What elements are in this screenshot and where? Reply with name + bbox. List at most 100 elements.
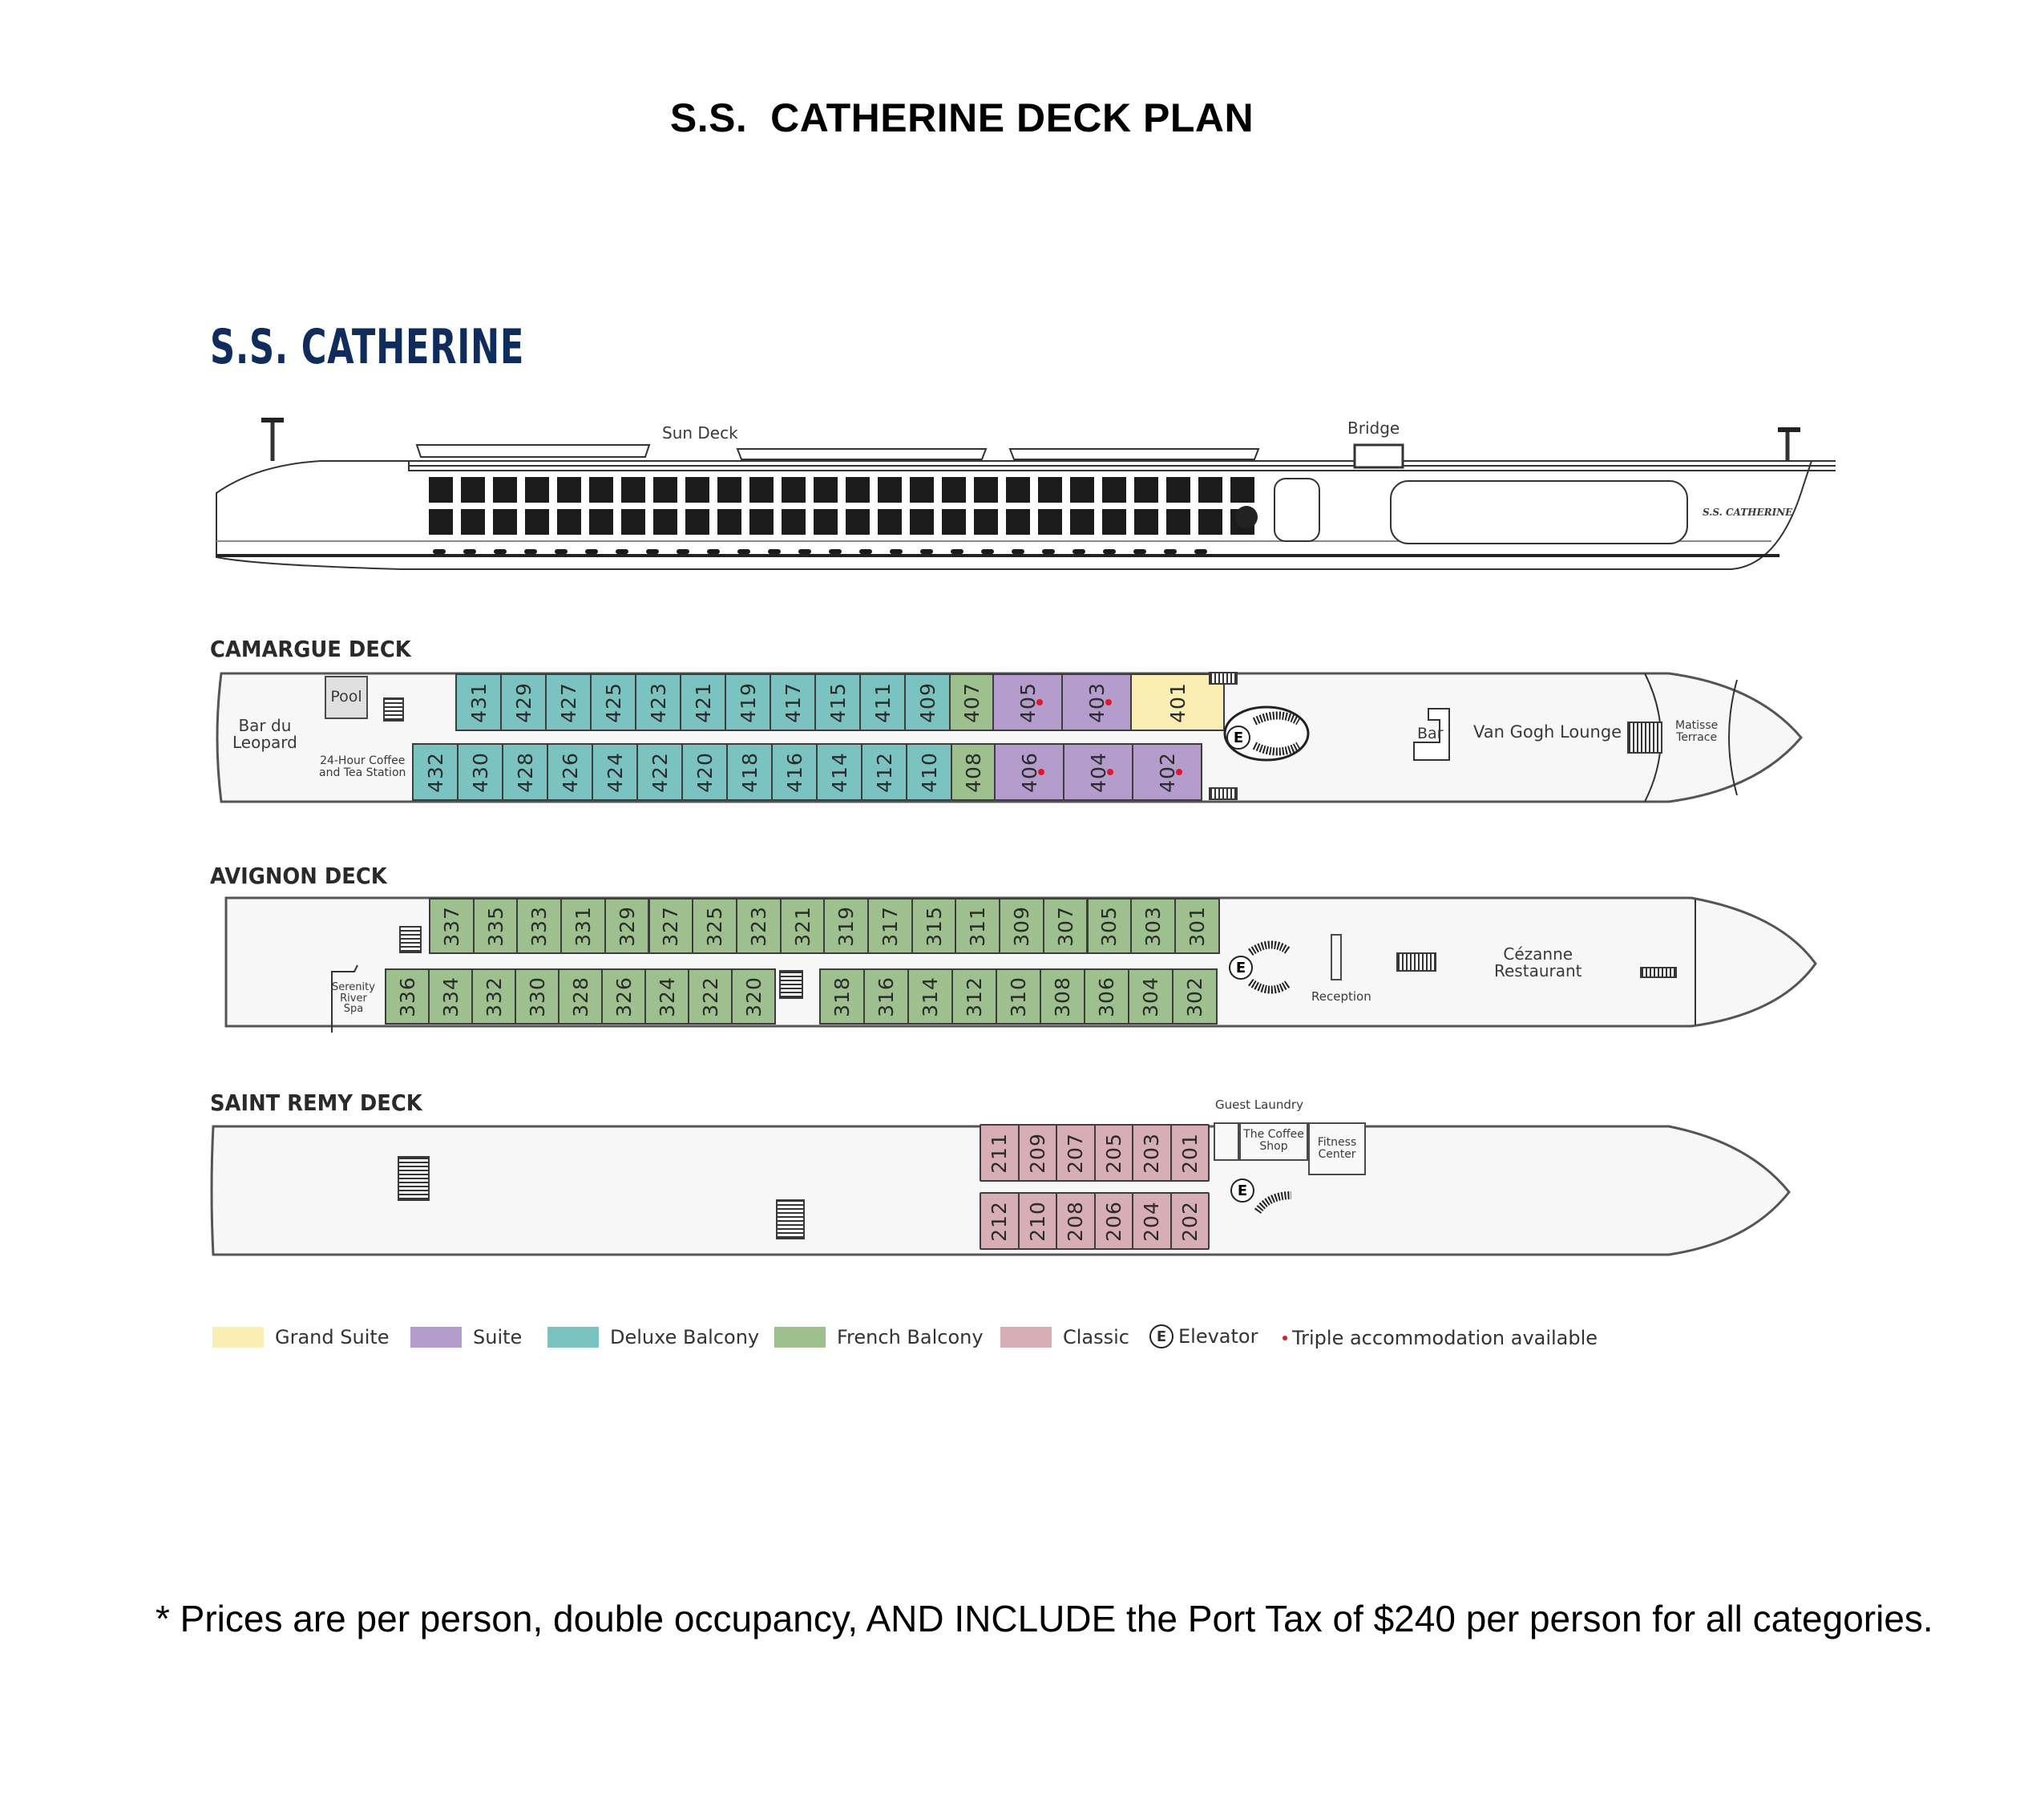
legend-swatch xyxy=(774,1327,826,1348)
cabin-number: 414 xyxy=(827,751,851,793)
cabin-204[interactable]: 204 xyxy=(1132,1192,1172,1250)
cabin-307[interactable]: 307 xyxy=(1042,898,1089,954)
cabin-number: 309 xyxy=(1009,905,1033,947)
cabin-209[interactable]: 209 xyxy=(1017,1124,1057,1182)
cabin-329[interactable]: 329 xyxy=(604,898,650,954)
cabin-326[interactable]: 326 xyxy=(601,968,646,1025)
bar-counter-icon xyxy=(1413,708,1450,761)
cabin-321[interactable]: 321 xyxy=(779,898,826,954)
legend-triple: Triple accommodation available xyxy=(1283,1327,1598,1349)
cabin-402[interactable]: 402 xyxy=(1132,743,1202,801)
cabin-number: 325 xyxy=(703,905,727,947)
cabin-416[interactable]: 416 xyxy=(771,743,818,801)
cabin-432[interactable]: 432 xyxy=(412,743,458,801)
cabin-426[interactable]: 426 xyxy=(547,743,593,801)
cabin-431[interactable]: 431 xyxy=(455,673,502,731)
cabin-208[interactable]: 208 xyxy=(1056,1192,1096,1250)
cabin-318[interactable]: 318 xyxy=(819,968,865,1025)
cabin-number: 428 xyxy=(513,751,537,793)
cabin-412[interactable]: 412 xyxy=(861,743,907,801)
stairs-icon xyxy=(1627,722,1662,754)
cabin-430[interactable]: 430 xyxy=(457,743,503,801)
cabin-212[interactable]: 212 xyxy=(980,1192,1020,1250)
cabin-425[interactable]: 425 xyxy=(590,673,636,731)
cabin-331[interactable]: 331 xyxy=(560,898,606,954)
cabin-206[interactable]: 206 xyxy=(1093,1192,1133,1250)
cabin-336[interactable]: 336 xyxy=(385,968,430,1025)
cabin-304[interactable]: 304 xyxy=(1128,968,1173,1025)
ship-profile-illustration xyxy=(216,418,1836,570)
cabin-number: 324 xyxy=(655,976,679,1017)
cabin-203[interactable]: 203 xyxy=(1132,1124,1172,1182)
cabin-419[interactable]: 419 xyxy=(725,673,771,731)
cabin-310[interactable]: 310 xyxy=(996,968,1041,1025)
cabin-number: 337 xyxy=(439,905,463,947)
cabin-418[interactable]: 418 xyxy=(726,743,773,801)
cabin-202[interactable]: 202 xyxy=(1169,1192,1210,1250)
cabin-305[interactable]: 305 xyxy=(1086,898,1133,954)
cabin-306[interactable]: 306 xyxy=(1084,968,1129,1025)
cabin-number: 419 xyxy=(736,681,760,723)
cabin-422[interactable]: 422 xyxy=(636,743,683,801)
cabin-328[interactable]: 328 xyxy=(558,968,603,1025)
cabin-314[interactable]: 314 xyxy=(907,968,953,1025)
cabin-410[interactable]: 410 xyxy=(906,743,952,801)
stairs-icon xyxy=(1396,952,1436,972)
cabin-number: 321 xyxy=(790,905,814,947)
cabin-302[interactable]: 302 xyxy=(1172,968,1218,1025)
cabin-420[interactable]: 420 xyxy=(681,743,728,801)
cabin-309[interactable]: 309 xyxy=(999,898,1044,954)
cabin-301[interactable]: 301 xyxy=(1173,898,1220,954)
cabin-335[interactable]: 335 xyxy=(472,898,519,954)
cabin-404[interactable]: 404 xyxy=(1063,743,1133,801)
cabin-403[interactable]: 403 xyxy=(1061,673,1132,731)
cabin-number: 417 xyxy=(781,681,805,723)
cabin-205[interactable]: 205 xyxy=(1093,1124,1133,1182)
cabin-330[interactable]: 330 xyxy=(515,968,559,1025)
cabin-429[interactable]: 429 xyxy=(500,673,547,731)
cabin-315[interactable]: 315 xyxy=(911,898,957,954)
cabin-405[interactable]: 405 xyxy=(992,673,1063,731)
cabin-207[interactable]: 207 xyxy=(1056,1124,1096,1182)
cabin-325[interactable]: 325 xyxy=(692,898,737,954)
cabin-322[interactable]: 322 xyxy=(688,968,733,1025)
cabin-311[interactable]: 311 xyxy=(955,898,1001,954)
cabin-409[interactable]: 409 xyxy=(904,673,951,731)
cabin-316[interactable]: 316 xyxy=(863,968,909,1025)
cabin-210[interactable]: 210 xyxy=(1017,1192,1057,1250)
cabin-333[interactable]: 333 xyxy=(516,898,563,954)
camargue-deck-title: CAMARGUE DECK xyxy=(210,636,411,662)
ship-brand-logo: S.S. CATHERINE xyxy=(210,319,525,375)
cabin-324[interactable]: 324 xyxy=(644,968,689,1025)
cabin-417[interactable]: 417 xyxy=(770,673,816,731)
cabin-211[interactable]: 211 xyxy=(980,1124,1020,1182)
cabin-424[interactable]: 424 xyxy=(592,743,638,801)
cabin-411[interactable]: 411 xyxy=(859,673,906,731)
cabin-319[interactable]: 319 xyxy=(823,898,869,954)
triple-accommodation-dot xyxy=(1107,769,1113,775)
cabin-327[interactable]: 327 xyxy=(648,898,694,954)
cabin-303[interactable]: 303 xyxy=(1130,898,1176,954)
cabin-427[interactable]: 427 xyxy=(545,673,592,731)
cabin-428[interactable]: 428 xyxy=(502,743,548,801)
cabin-323[interactable]: 323 xyxy=(735,898,782,954)
cabin-423[interactable]: 423 xyxy=(635,673,681,731)
cabin-308[interactable]: 308 xyxy=(1040,968,1085,1025)
cabin-334[interactable]: 334 xyxy=(428,968,473,1025)
cabin-201[interactable]: 201 xyxy=(1169,1124,1210,1182)
cabin-317[interactable]: 317 xyxy=(867,898,913,954)
legend-french-balcony: French Balcony xyxy=(774,1326,984,1348)
cabin-421[interactable]: 421 xyxy=(680,673,726,731)
cabin-number: 425 xyxy=(601,681,625,723)
cabin-320[interactable]: 320 xyxy=(731,968,776,1025)
cabin-332[interactable]: 332 xyxy=(471,968,516,1025)
cabin-312[interactable]: 312 xyxy=(951,968,997,1025)
cabin-408[interactable]: 408 xyxy=(951,743,996,801)
cabin-407[interactable]: 407 xyxy=(949,673,994,731)
cabin-337[interactable]: 337 xyxy=(429,898,475,954)
coffee-shop-room xyxy=(1239,1122,1308,1161)
cabin-414[interactable]: 414 xyxy=(816,743,862,801)
cabin-415[interactable]: 415 xyxy=(814,673,861,731)
cabin-number: 318 xyxy=(830,976,854,1017)
cabin-406[interactable]: 406 xyxy=(994,743,1064,801)
